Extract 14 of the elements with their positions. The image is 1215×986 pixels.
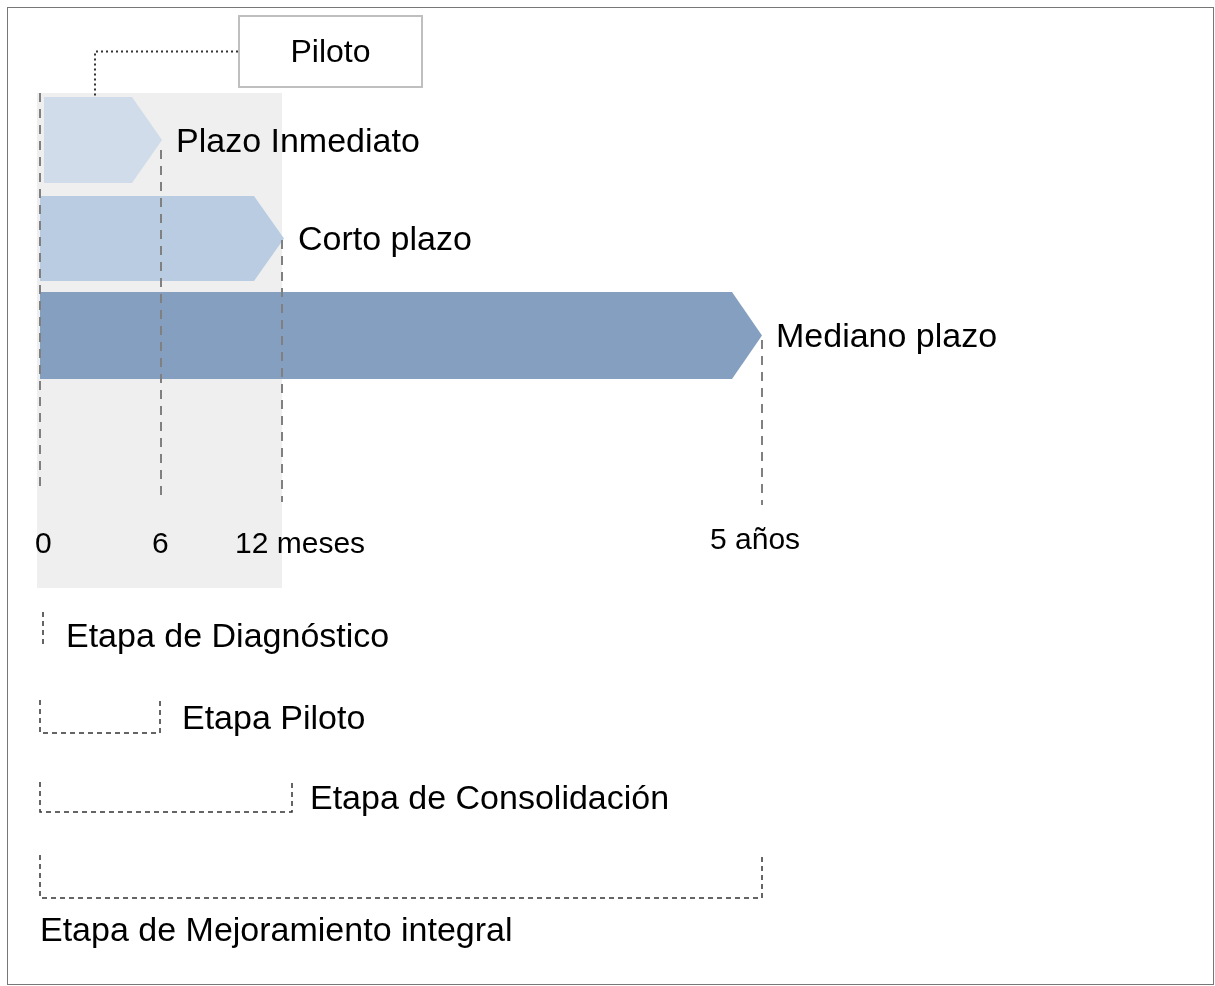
stage-label: Etapa Piloto [182,700,366,734]
phase-label: Corto plazo [298,219,472,258]
phase-label: Plazo Inmediato [176,120,420,160]
callout-text: Piloto [290,33,371,70]
stage-label: Etapa de Consolidación [310,780,670,814]
callout-box [238,15,423,88]
stage-label: Etapa de Diagnóstico [66,618,390,652]
phase-label: Mediano plazo [776,316,998,355]
leader-line [94,50,239,98]
axis-label: 0 [35,528,52,558]
stage-label: Etapa de Mejoramiento integral [40,912,513,946]
axis-label: 5 años [710,524,801,554]
axis-label: 6 [152,528,169,558]
axis-label: 12 meses [235,528,366,558]
